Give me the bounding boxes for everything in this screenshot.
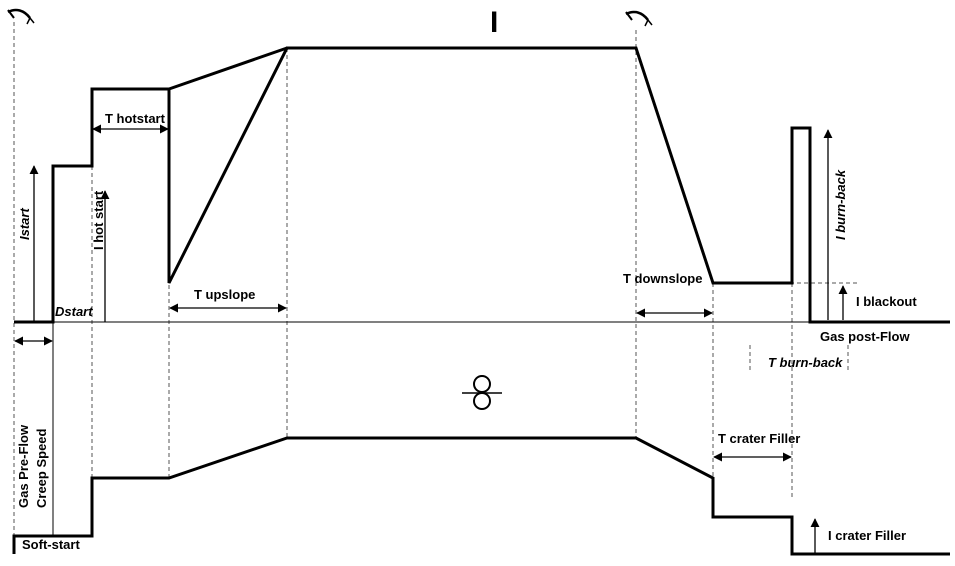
trigger-release-icon: [625, 10, 653, 27]
t-burn-back-label: T burn-back: [768, 355, 843, 370]
creep-speed-label: Creep Speed: [34, 428, 49, 508]
i-hot-start-label: I hot start: [91, 190, 106, 250]
soft-start-label: Soft-start: [22, 537, 80, 552]
dstart-label: Dstart: [55, 304, 93, 319]
trigger-press-icon: [7, 8, 35, 25]
t-downslope-label: T downslope: [623, 271, 702, 286]
i-crater-filler-label: I crater Filler: [828, 528, 906, 543]
current-profile-curve: [14, 46, 950, 324]
t-crater-filler-label: T crater Filler: [718, 431, 800, 446]
t-upslope-label: T upslope: [194, 287, 255, 302]
t-hotstart-label: T hotstart: [105, 111, 166, 126]
i-burn-back-label: I burn-back: [833, 169, 848, 240]
current-symbol: I: [490, 6, 498, 39]
wire-feed-icon: [462, 375, 502, 410]
i-blackout-label: I blackout: [856, 294, 917, 309]
istart-label: Istart: [17, 208, 32, 240]
gas-pre-flow-label: Gas Pre-Flow: [16, 424, 31, 508]
dimension-arrows: [14, 124, 848, 554]
wire-speed-profile-curve: [12, 436, 950, 556]
upslope-ramp-line: [168, 46, 288, 91]
guide-lines: [13, 22, 849, 536]
gas-post-flow-label: Gas post-Flow: [820, 329, 910, 344]
